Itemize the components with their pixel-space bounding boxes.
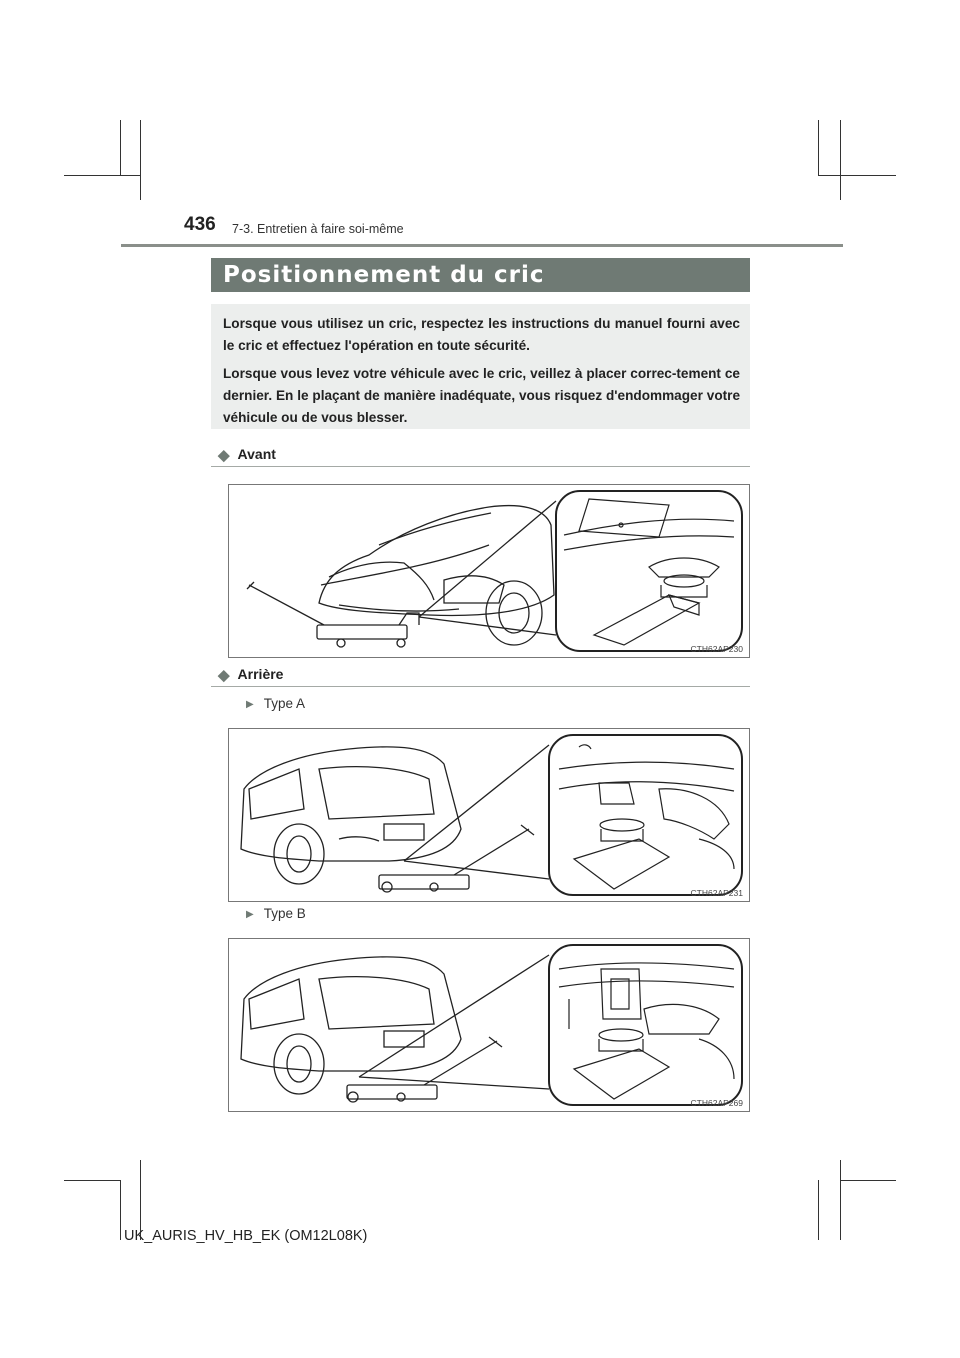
diamond-icon: ◆ (218, 447, 230, 464)
crop-mark (840, 1180, 896, 1181)
figure-code: CTH62AP269 (690, 1098, 743, 1108)
subhead-rear: ◆ Arrière (218, 666, 283, 684)
crop-mark (140, 120, 141, 200)
diamond-icon: ◆ (218, 667, 230, 684)
intro-paragraph: Lorsque vous utilisez un cric, respectez… (223, 316, 740, 353)
subhead-label: Arrière (237, 666, 284, 682)
type-b-label: ▶ Type B (246, 906, 306, 921)
figure-front-jack-point: CTH62AP230 (228, 484, 750, 658)
crop-mark (840, 1160, 841, 1240)
rear-type-a-illustration (240, 734, 743, 896)
footer-doc-id: UK_AURIS_HV_HB_EK (OM12L08K) (124, 1228, 368, 1244)
subhead-front: ◆ Avant (218, 446, 276, 464)
crop-mark (140, 1160, 141, 1240)
figure-code: CTH62AP231 (690, 888, 743, 898)
type-label-text: Type B (263, 906, 306, 921)
type-a-label: ▶ Type A (246, 696, 305, 711)
subhead-label: Avant (237, 446, 276, 462)
page-number: 436 (184, 214, 216, 235)
figure-rear-type-a: CTH62AP231 (228, 728, 750, 902)
subhead-rule (211, 466, 750, 467)
rear-type-b-illustration (240, 944, 743, 1106)
crop-mark (818, 120, 819, 175)
front-jack-illustration (246, 490, 743, 652)
figure-code: CTH62AP230 (690, 644, 743, 654)
intro-box: Lorsque vous utilisez un cric, respectez… (211, 304, 750, 429)
crop-mark (818, 175, 896, 176)
crop-mark (64, 175, 140, 176)
triangle-right-icon: ▶ (246, 909, 254, 920)
crop-mark (120, 120, 121, 175)
intro-paragraph: Lorsque vous levez votre véhicule avec l… (223, 366, 740, 425)
crop-mark (818, 1180, 819, 1240)
crop-mark (120, 1180, 121, 1240)
triangle-right-icon: ▶ (246, 699, 254, 710)
header-rule (121, 244, 843, 247)
page-title: Positionnement du cric (211, 258, 750, 292)
crop-mark (840, 120, 841, 200)
figure-rear-type-b: CTH62AP269 (228, 938, 750, 1112)
subhead-rule (211, 686, 750, 687)
section-path: 7-3. Entretien à faire soi-même (232, 222, 404, 236)
crop-mark (64, 1180, 120, 1181)
type-label-text: Type A (263, 696, 305, 711)
